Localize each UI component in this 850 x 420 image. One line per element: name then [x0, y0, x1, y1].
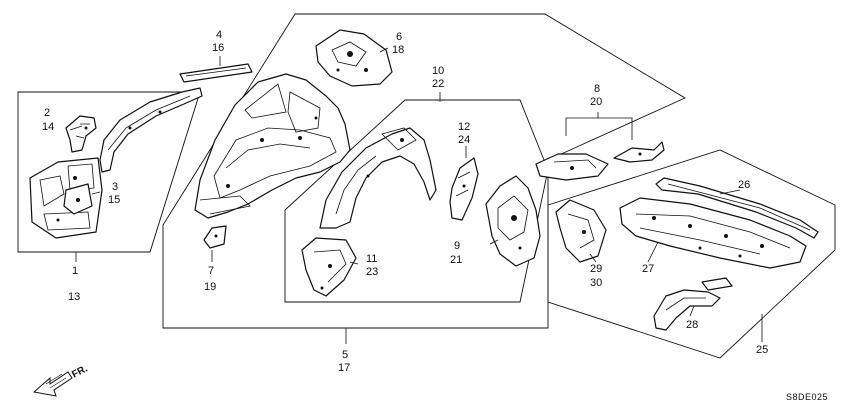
callout-12: 12: [458, 121, 470, 133]
part-strip-12: [449, 157, 479, 221]
callout-10: 10: [432, 65, 444, 77]
callout-29: 29: [590, 263, 602, 275]
part-quarter-inner-5: [194, 73, 351, 219]
callout-27: 27: [642, 263, 654, 275]
part-rail-26: [655, 177, 819, 239]
callout-26: 26: [738, 179, 750, 191]
callout-14: 14: [42, 121, 54, 133]
part-bracket-6: [315, 29, 393, 87]
callout-9: 9: [454, 240, 460, 252]
callout-7: 7: [208, 265, 214, 277]
frame-group-1: [17, 91, 201, 253]
callout-16: 16: [212, 42, 224, 54]
front-arrow-label: FR.: [70, 363, 90, 380]
part-extension-11: [301, 237, 357, 297]
callout-17: 17: [338, 362, 350, 374]
part-bracket-3: [63, 183, 93, 215]
part-wheelhouse-10: [319, 127, 437, 229]
diagram-code: S8DE025: [786, 392, 828, 402]
part-bracket-8: [535, 141, 665, 181]
callout-13: 13: [68, 291, 80, 303]
callout-5: 5: [342, 349, 348, 361]
frame-group-25: [547, 149, 836, 359]
frame-group-9: [284, 99, 549, 303]
callout-6: 6: [396, 31, 402, 43]
callout-3: 3: [112, 181, 118, 193]
callout-labels: 2 14 3 15 1 13 4 16 6 18 10 22 12 24 7 1…: [42, 29, 768, 374]
callout-20: 20: [590, 96, 602, 108]
leader-lines: [69, 47, 763, 344]
callout-11: 11: [366, 253, 377, 265]
part-bracket-7: [203, 225, 227, 249]
callout-23: 23: [366, 266, 378, 278]
callout-1: 1: [72, 265, 78, 277]
part-rear-panel-27: [619, 197, 807, 269]
callout-18: 18: [392, 44, 404, 56]
part-bracket-2: [65, 115, 97, 153]
part-bracket-29: [555, 199, 607, 263]
callout-15: 15: [108, 194, 120, 206]
callout-21: 21: [450, 254, 462, 266]
callout-22: 22: [432, 78, 444, 90]
callout-28: 28: [686, 319, 698, 331]
part-damper-base-9: [485, 175, 541, 267]
callout-4: 4: [216, 29, 222, 41]
callout-24: 24: [458, 134, 470, 146]
callout-30: 30: [590, 277, 602, 289]
front-direction-arrow: FR.: [32, 363, 90, 397]
part-roof-strip-4: [179, 63, 253, 83]
callout-19: 19: [204, 281, 216, 293]
callout-2: 2: [44, 107, 50, 119]
callout-25: 25: [756, 344, 768, 356]
callout-8: 8: [594, 83, 600, 95]
part-rail-4: [99, 87, 203, 173]
part-bracket-28: [653, 277, 733, 331]
